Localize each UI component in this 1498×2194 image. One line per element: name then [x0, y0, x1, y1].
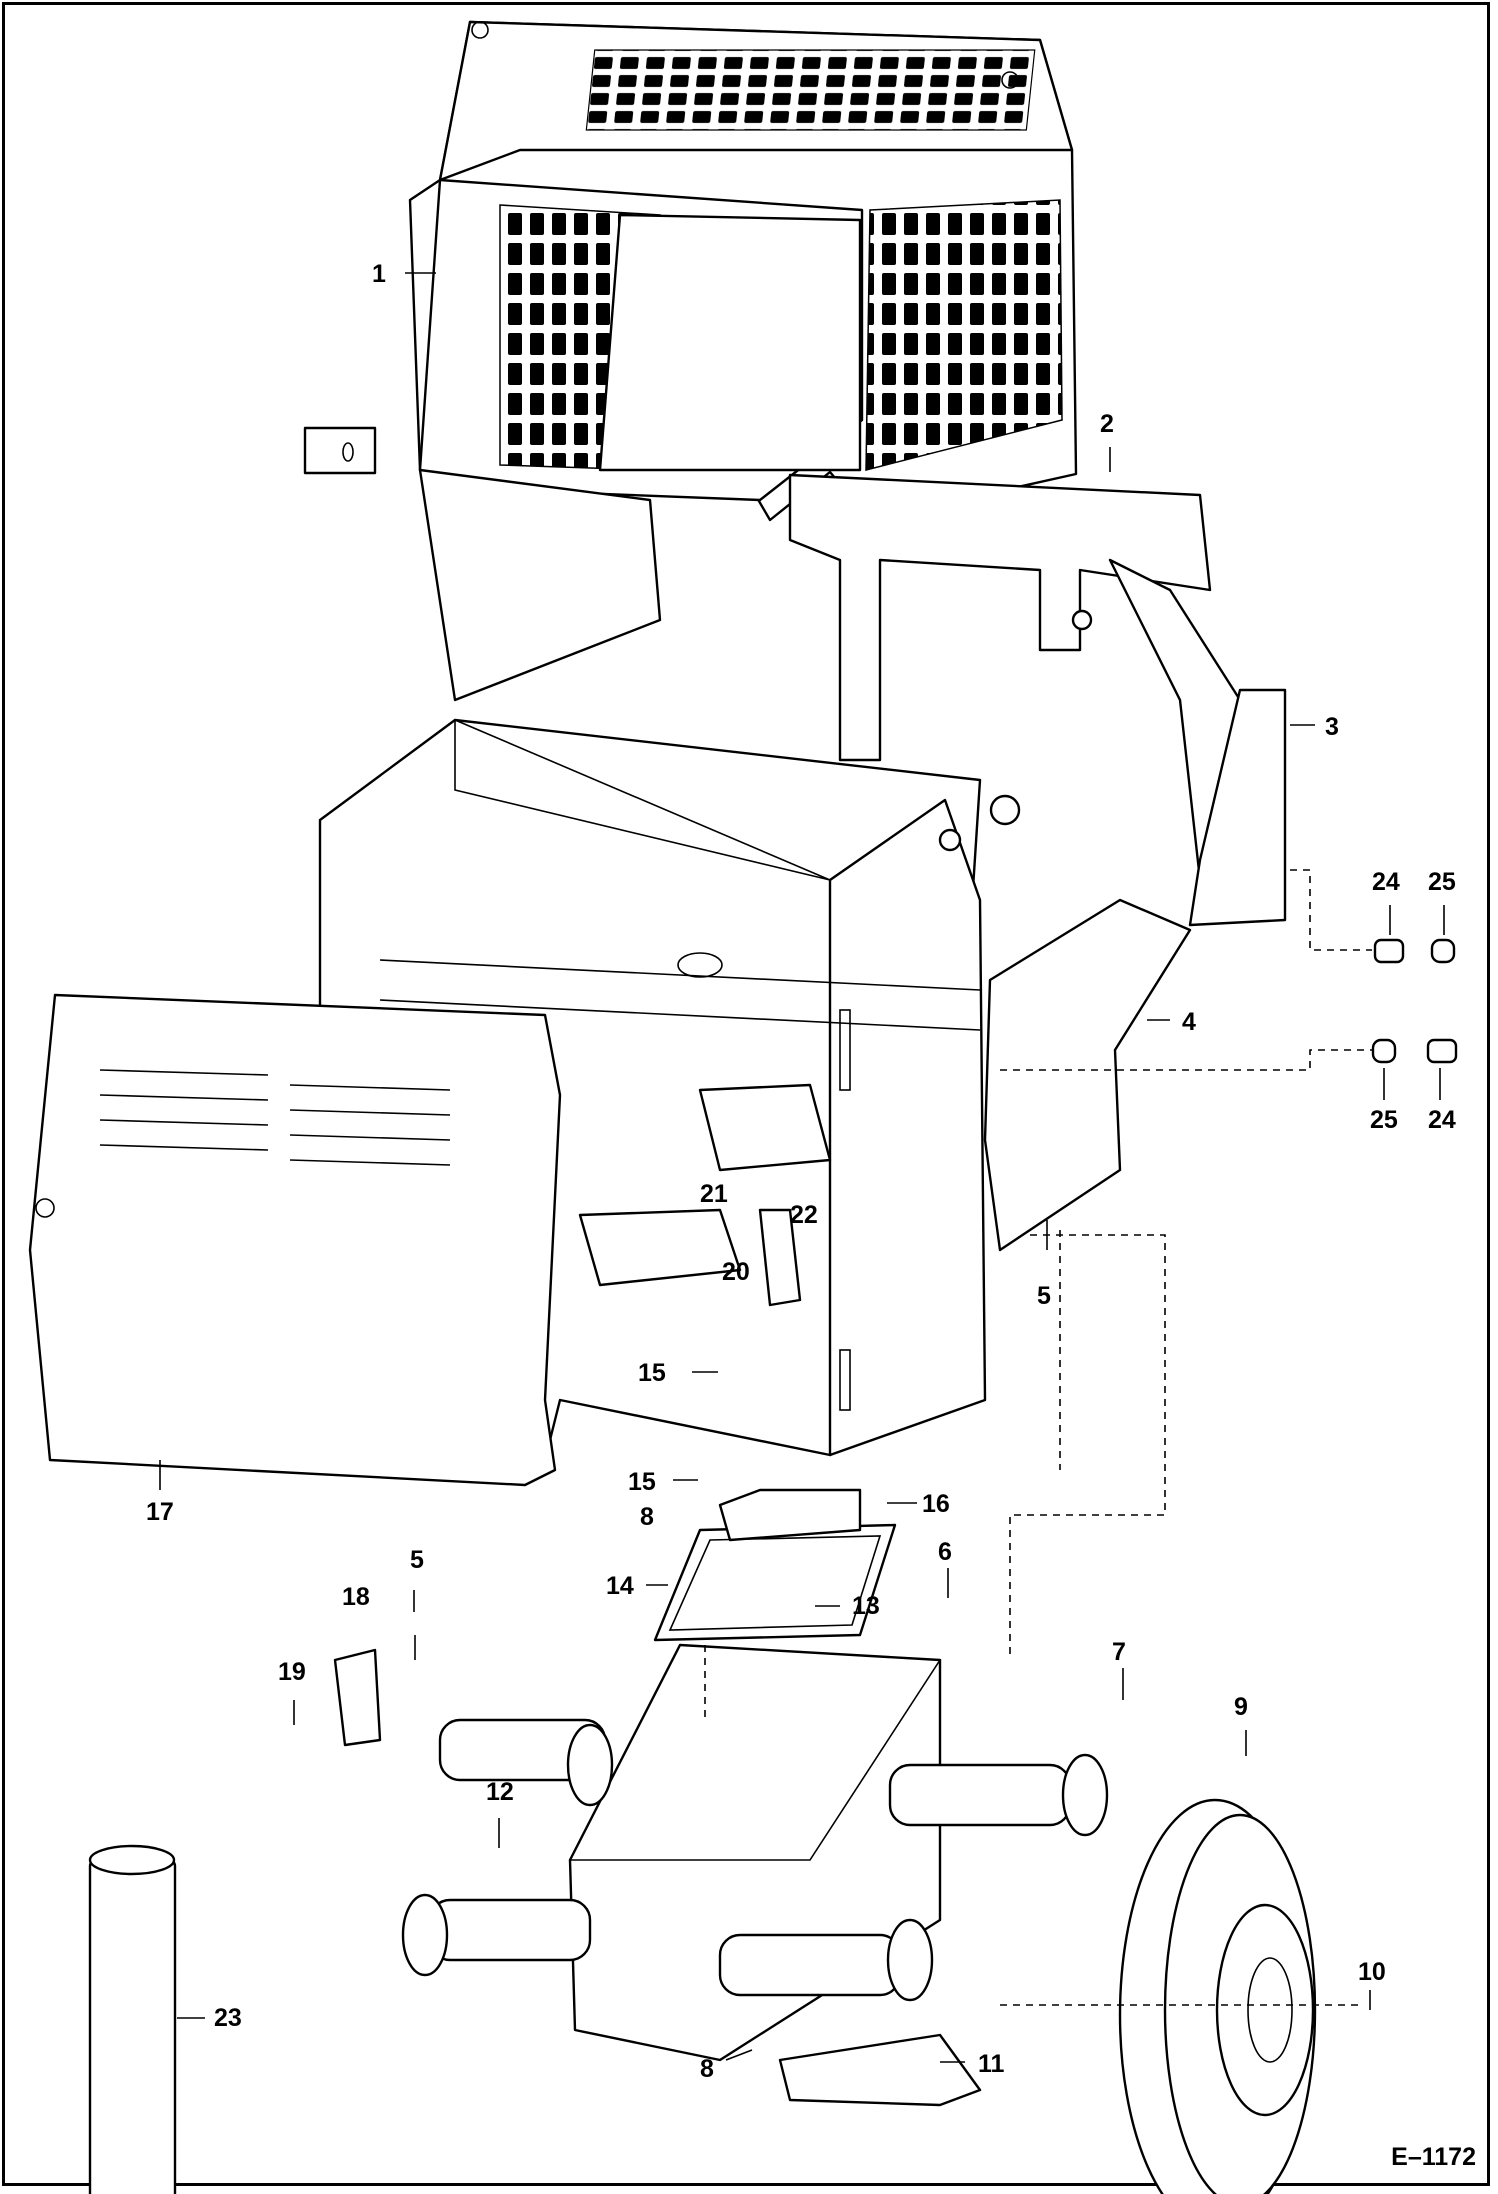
callout-4: 4 [1182, 1008, 1196, 1036]
callout-20: 20 [722, 1258, 750, 1286]
part-23-tube [88, 1844, 177, 2194]
leader-lines [159, 272, 1445, 2063]
part-17-rear-panel [28, 993, 562, 1487]
part-1-operator-cab [303, 20, 1078, 702]
callout-1: 1 [372, 260, 386, 288]
callout-8: 8 [700, 2055, 714, 2083]
callout-24: 24 [1372, 868, 1400, 896]
callout-12: 12 [486, 1778, 514, 1806]
callout-16: 16 [922, 1490, 950, 1518]
callout-2: 2 [1100, 410, 1114, 438]
callout-17: 17 [146, 1498, 174, 1526]
callout-22: 22 [790, 1201, 818, 1229]
alignment-lines [704, 869, 1372, 2006]
callout-25: 25 [1428, 868, 1456, 896]
callout-19: 19 [278, 1658, 306, 1686]
callout-9: 9 [1234, 1693, 1248, 1721]
callout-6: 6 [938, 1538, 952, 1566]
callout-8: 8 [640, 1503, 654, 1531]
axle-housing [401, 1643, 1109, 2062]
callout-10: 10 [1358, 1958, 1386, 1986]
callout-24: 24 [1428, 1106, 1456, 1134]
callout-11: 11 [978, 2050, 1005, 2078]
callout-14: 14 [606, 1572, 634, 1600]
inner-mounting-plates [578, 1083, 832, 1307]
callout-5: 5 [410, 1546, 424, 1574]
figure-id: E–1172 [1391, 2143, 1476, 2171]
part-11-guard [778, 2033, 982, 2107]
part-2-lift-arm [788, 473, 1287, 927]
part-9-tire [1118, 1798, 1317, 2194]
callout-3: 3 [1325, 713, 1339, 741]
callout-15: 15 [628, 1468, 656, 1496]
callout-7: 7 [1112, 1638, 1126, 1666]
bushings [1371, 938, 1458, 1064]
callout-5: 5 [1037, 1282, 1051, 1310]
callout-23: 23 [214, 2004, 242, 2032]
part-18-bracket [333, 1648, 382, 1747]
callout-21: 21 [700, 1180, 728, 1208]
callout-13: 13 [852, 1592, 880, 1620]
part-13-floor-plate [653, 1488, 897, 1642]
callout-15: 15 [638, 1359, 666, 1387]
callout-18: 18 [342, 1583, 370, 1611]
callout-25: 25 [1370, 1106, 1398, 1134]
